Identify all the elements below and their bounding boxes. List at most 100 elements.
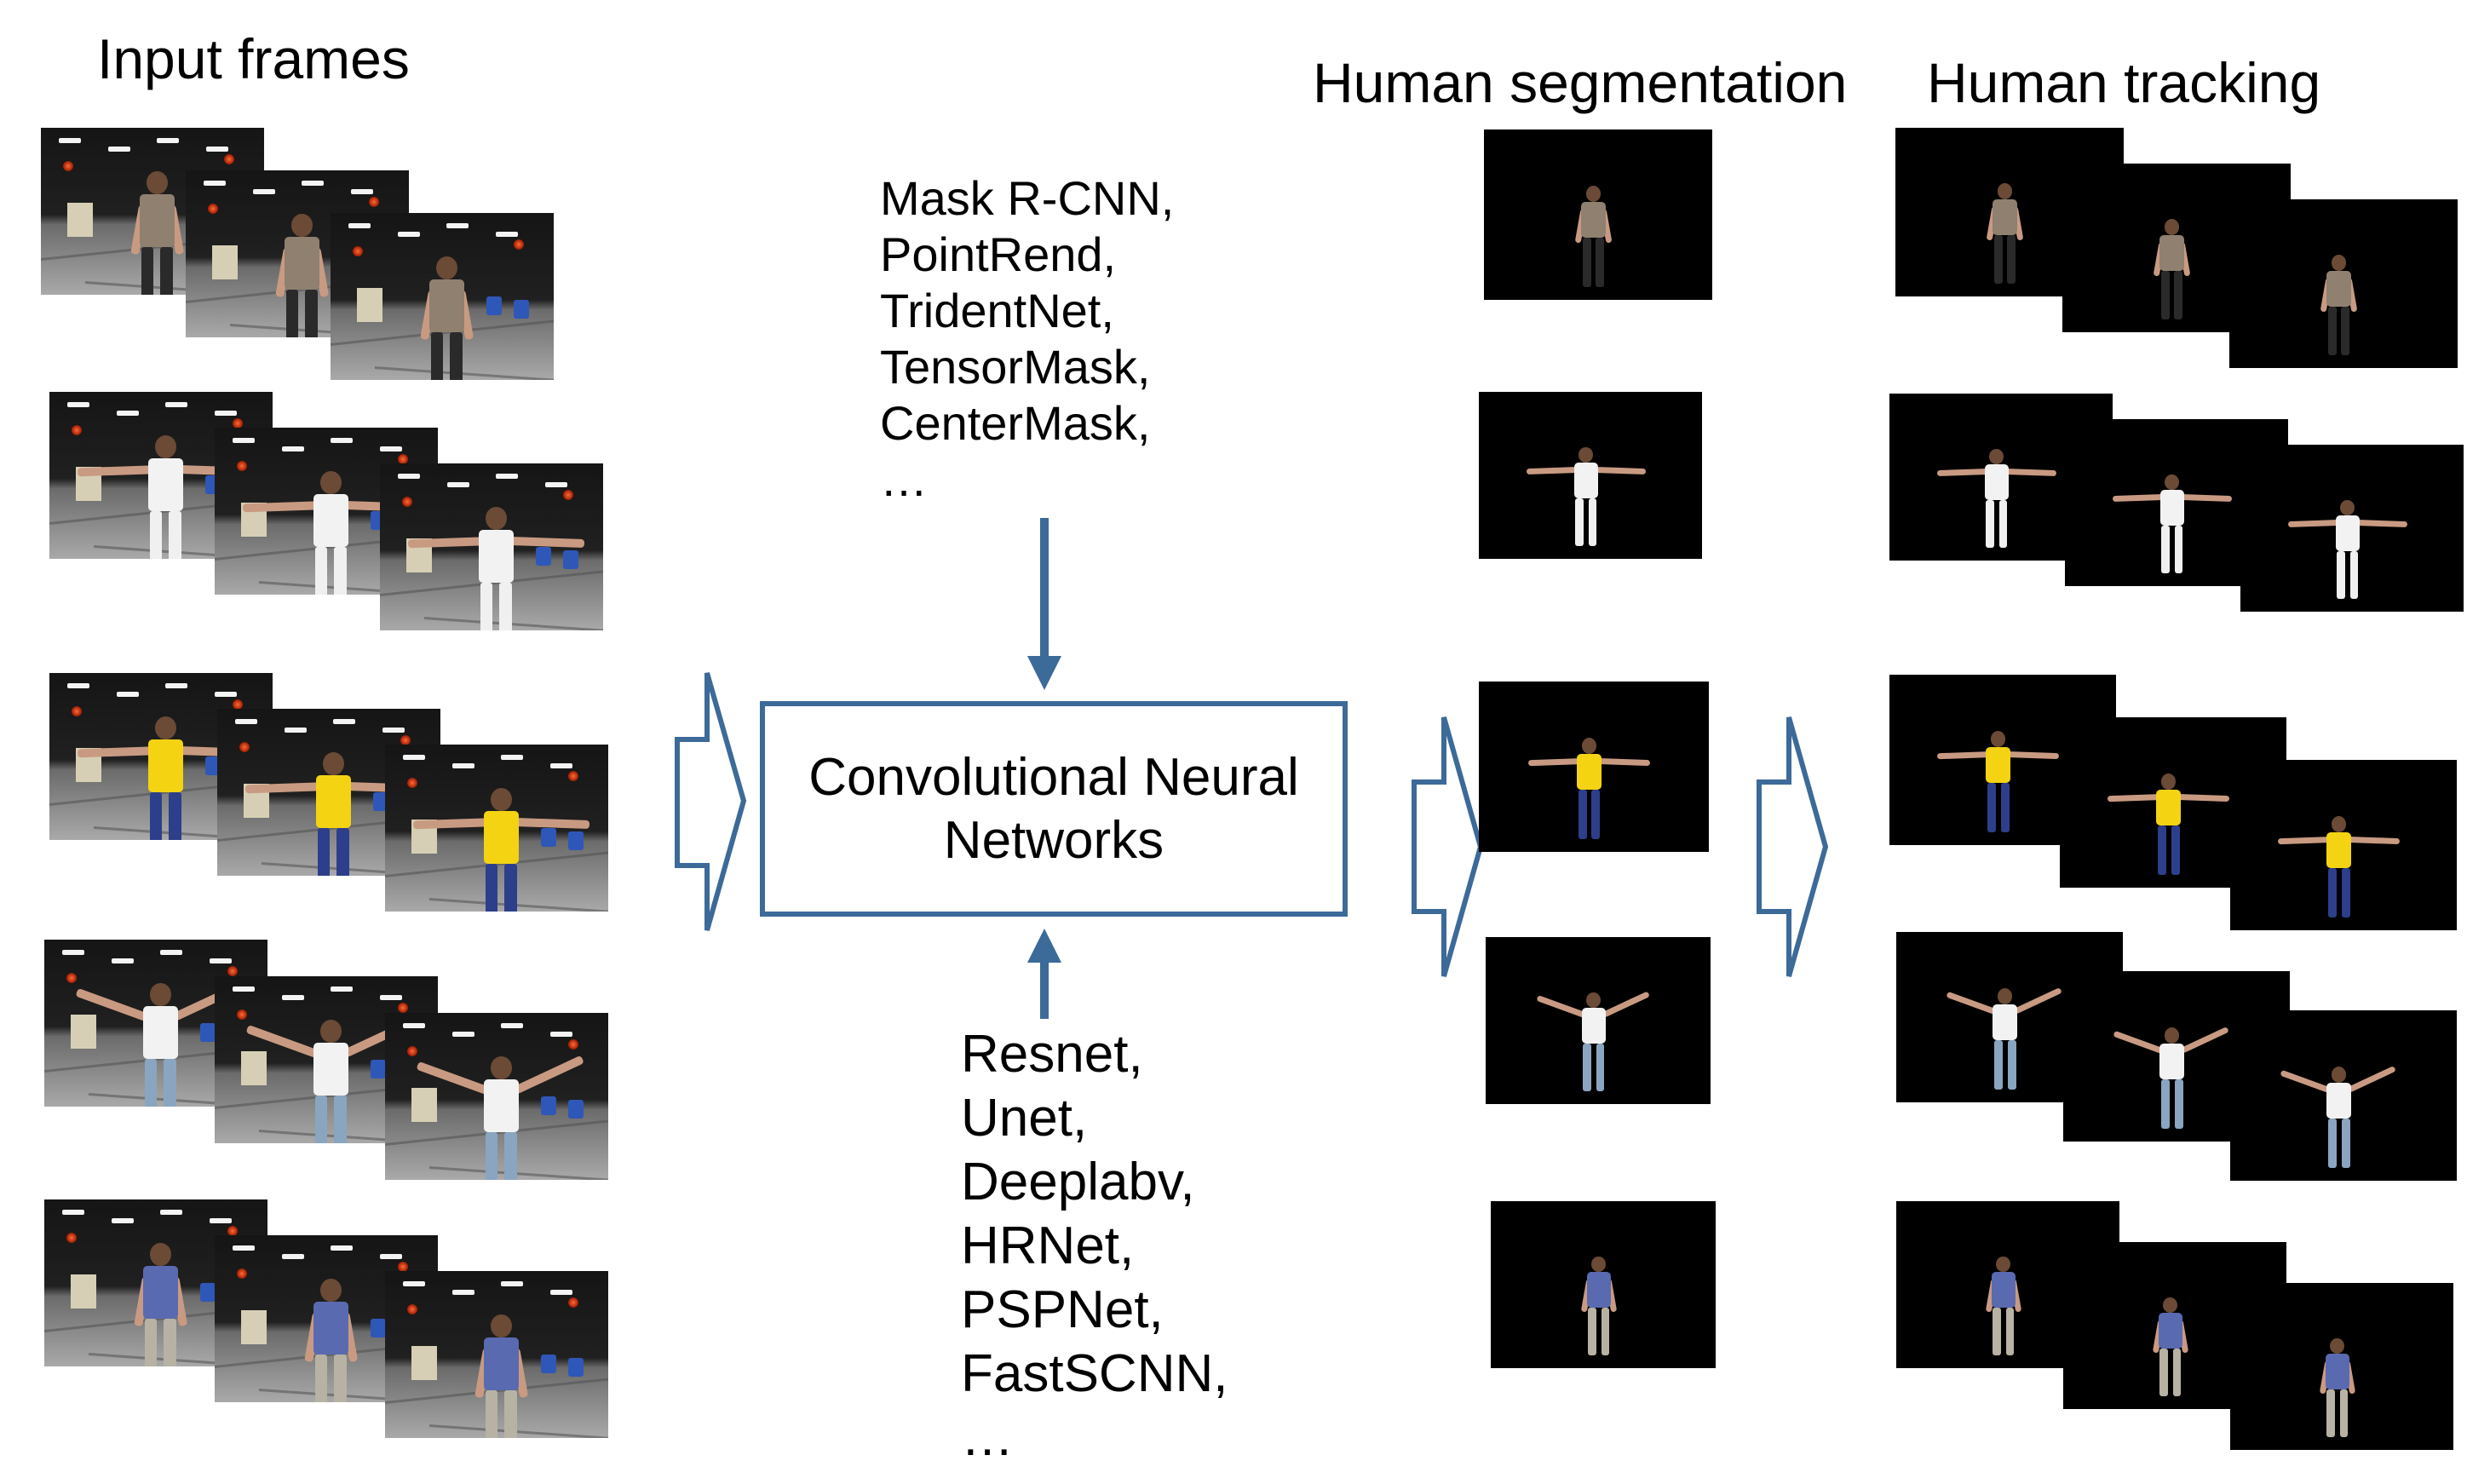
cabinet (212, 245, 239, 280)
person-torso (313, 1301, 348, 1355)
segmentation-frame (1479, 682, 1709, 852)
cabinet (411, 1088, 438, 1123)
model-name: FastSCNN, (961, 1344, 1228, 1403)
person-leg-right (450, 331, 463, 380)
person-leg-left (144, 1318, 158, 1366)
person-leg-right (1998, 499, 2008, 548)
person-arm-left (2280, 1069, 2331, 1094)
human-tracking-heading: Human tracking (1927, 51, 2321, 114)
ceiling-light (165, 682, 188, 688)
cabinet (357, 288, 383, 323)
person-leg-right (2005, 1307, 2015, 1355)
ceiling-light (348, 222, 371, 228)
person-figure (1479, 682, 1709, 852)
cabinet (411, 1346, 438, 1381)
person-torso (1991, 1271, 2016, 1308)
person-leg-right (169, 791, 181, 840)
person-arm-left (416, 1061, 489, 1096)
person-leg-left (2326, 1389, 2335, 1437)
person-figure (1491, 1201, 1716, 1368)
input-frame (331, 213, 554, 380)
ceiling-light (446, 222, 469, 228)
chair (541, 1096, 557, 1115)
person-leg-right (169, 510, 181, 559)
person-leg-left (317, 827, 331, 876)
person-head (1586, 186, 1602, 202)
person-leg-left (2159, 1348, 2168, 1396)
person-figure (44, 1199, 267, 1366)
person-torso (483, 810, 519, 864)
red-light (63, 161, 74, 172)
person-leg-left (2161, 525, 2170, 573)
person-leg-right (2174, 1079, 2183, 1129)
red-light (397, 1262, 408, 1273)
ceiling-light (232, 437, 256, 443)
ceiling-light (61, 949, 85, 955)
person-torso (142, 1005, 178, 1059)
ceiling-light (281, 994, 304, 1000)
person-head (2165, 474, 2180, 490)
person-head (2163, 1297, 2178, 1313)
input-frame (385, 745, 608, 912)
person-arm-right (2177, 794, 2230, 802)
model-name: TensorMask, (880, 340, 1151, 394)
person-head (1991, 731, 2006, 747)
ceiling-light (209, 1217, 233, 1223)
person-leg-left (144, 1058, 158, 1107)
person-torso (2158, 1312, 2182, 1349)
person-torso (1577, 753, 1602, 791)
instance-model-list: Mask R-CNN, PointRend, TridentNet, Tenso… (880, 170, 1174, 508)
red-light (407, 1304, 418, 1315)
red-light (66, 973, 78, 984)
chair (562, 549, 578, 569)
chair (567, 1099, 584, 1119)
person-leg-left (141, 246, 154, 295)
person-arm-right (2356, 520, 2407, 528)
person-leg-left (2327, 1119, 2337, 1168)
person-torso (2159, 1043, 2184, 1080)
ceiling-light (501, 1280, 524, 1286)
person-arm-right (2013, 987, 2062, 1015)
ceiling-light (333, 718, 356, 724)
person-leg-right (1596, 1043, 1605, 1091)
person-figure (2230, 1283, 2453, 1450)
ceiling-light (331, 1245, 354, 1251)
person-leg-left (1986, 499, 1994, 548)
person-torso (147, 739, 183, 792)
cnn-box: Convolutional Neural Networks (760, 701, 1348, 917)
ceiling-light (281, 1253, 304, 1259)
person-head (319, 470, 342, 494)
person-leg-right (2007, 1040, 2016, 1090)
person-leg-left (1583, 1043, 1591, 1091)
person-figure (385, 745, 608, 912)
input-frame (385, 1271, 608, 1438)
chair (536, 547, 552, 566)
ceiling-light (66, 401, 90, 407)
person-torso (1573, 462, 1598, 498)
person-head (2340, 499, 2355, 515)
person-head (2332, 816, 2347, 832)
person-arm-right (513, 1055, 584, 1095)
person-figure (1479, 392, 1702, 559)
ceiling-light (397, 231, 420, 237)
person-leg-left (1578, 790, 1587, 839)
person-leg-right (2174, 271, 2183, 319)
person-leg-left (480, 582, 493, 630)
red-light (402, 497, 413, 508)
person-figure (44, 940, 267, 1107)
chair (541, 1355, 557, 1373)
red-light (567, 1039, 578, 1050)
person-head (1998, 988, 2013, 1004)
person-head (1591, 1256, 1607, 1272)
person-leg-left (149, 791, 163, 840)
red-light (397, 1003, 408, 1014)
ceiling-light (205, 146, 229, 152)
chair (205, 756, 221, 775)
person-figure (2063, 971, 2290, 1142)
person-leg-right (2174, 525, 2183, 573)
ceiling-light (111, 1217, 134, 1223)
tracking-frame (2230, 1010, 2457, 1181)
person-torso (2159, 234, 2184, 272)
person-leg-right (2341, 307, 2350, 355)
person-leg-left (149, 510, 163, 559)
